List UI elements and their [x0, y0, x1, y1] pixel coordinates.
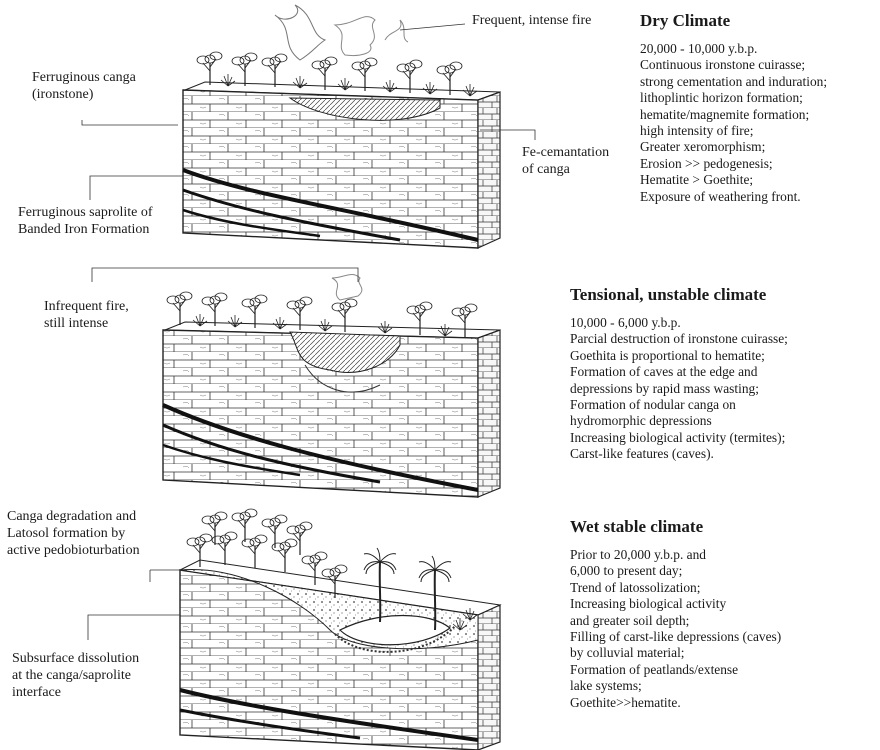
wet-climate-list: Prior to 20,000 y.b.p. and 6,000 to pres… [570, 547, 781, 711]
list-item: Formation of nodular canga on [570, 397, 788, 413]
list-item: 6,000 to present day; [570, 563, 781, 579]
list-item: Formation of caves at the edge and [570, 364, 788, 380]
list-item: Formation of peatlands/extense [570, 662, 781, 678]
dry-climate-panel: Dry Climate 20,000 - 10,000 y.b.p. Conti… [640, 11, 827, 205]
dry-climate-title: Dry Climate [640, 11, 827, 31]
list-item: high intensity of fire; [640, 123, 827, 139]
list-item: Trend of latossolization; [570, 580, 781, 596]
wet-climate-panel: Wet stable climate Prior to 20,000 y.b.p… [570, 517, 781, 711]
fe-cementation-label: Fe-cemantation of canga [522, 144, 609, 178]
list-item: Erosion >> pedogenesis; [640, 156, 827, 172]
list-item: Greater xeromorphism; [640, 139, 827, 155]
canga-degradation-label: Canga degradation and Latosol formation … [7, 508, 140, 559]
list-item: Parcial destruction of ironstone cuirass… [570, 331, 788, 347]
wet-climate-block [88, 509, 500, 750]
tensional-climate-list: 10,000 - 6,000 y.b.p. Parcial destructio… [570, 315, 788, 463]
list-item: strong cementation and induration; [640, 74, 827, 90]
list-item: Hematite > Goethite; [640, 172, 827, 188]
infrequent-fire-label: Infrequent fire, still intense [44, 298, 129, 332]
list-item: Exposure of weathering front. [640, 189, 827, 205]
tensional-climate-panel: Tensional, unstable climate 10,000 - 6,0… [570, 285, 788, 463]
list-item: lake systems; [570, 678, 781, 694]
list-item: Filling of carst-like depressions (caves… [570, 629, 781, 645]
ferruginous-canga-label: Ferruginous canga (ironstone) [32, 69, 136, 103]
tensional-climate-title: Tensional, unstable climate [570, 285, 788, 305]
dry-climate-list: 20,000 - 10,000 y.b.p. Continuous ironst… [640, 41, 827, 205]
frequent-fire-label: Frequent, intense fire [472, 12, 591, 29]
list-item: hydromorphic depressions [570, 413, 788, 429]
list-item: Prior to 20,000 y.b.p. and [570, 547, 781, 563]
list-item: Increasing biological activity [570, 596, 781, 612]
list-item: Increasing biological activity (termites… [570, 430, 788, 446]
list-item: by colluvial material; [570, 645, 781, 661]
list-item: depressions by rapid mass wasting; [570, 381, 788, 397]
wet-climate-title: Wet stable climate [570, 517, 781, 537]
list-item: hematite/magnemite formation; [640, 107, 827, 123]
list-item: Continuous ironstone cuirasse; [640, 57, 827, 73]
list-item: 20,000 - 10,000 y.b.p. [640, 41, 827, 57]
list-item: Goethita is proportional to hematite; [570, 348, 788, 364]
list-item: and greater soil depth; [570, 613, 781, 629]
list-item: lithoplintic horizon formation; [640, 90, 827, 106]
tensional-climate-block [92, 268, 500, 497]
list-item: 10,000 - 6,000 y.b.p. [570, 315, 788, 331]
list-item: Goethite>>hematite. [570, 695, 781, 711]
list-item: Carst-like features (caves). [570, 446, 788, 462]
ferruginous-saprolite-label: Ferruginous saprolite of Banded Iron For… [18, 204, 153, 238]
subsurface-dissolution-label: Subsurface dissolution at the canga/sapr… [12, 650, 139, 701]
